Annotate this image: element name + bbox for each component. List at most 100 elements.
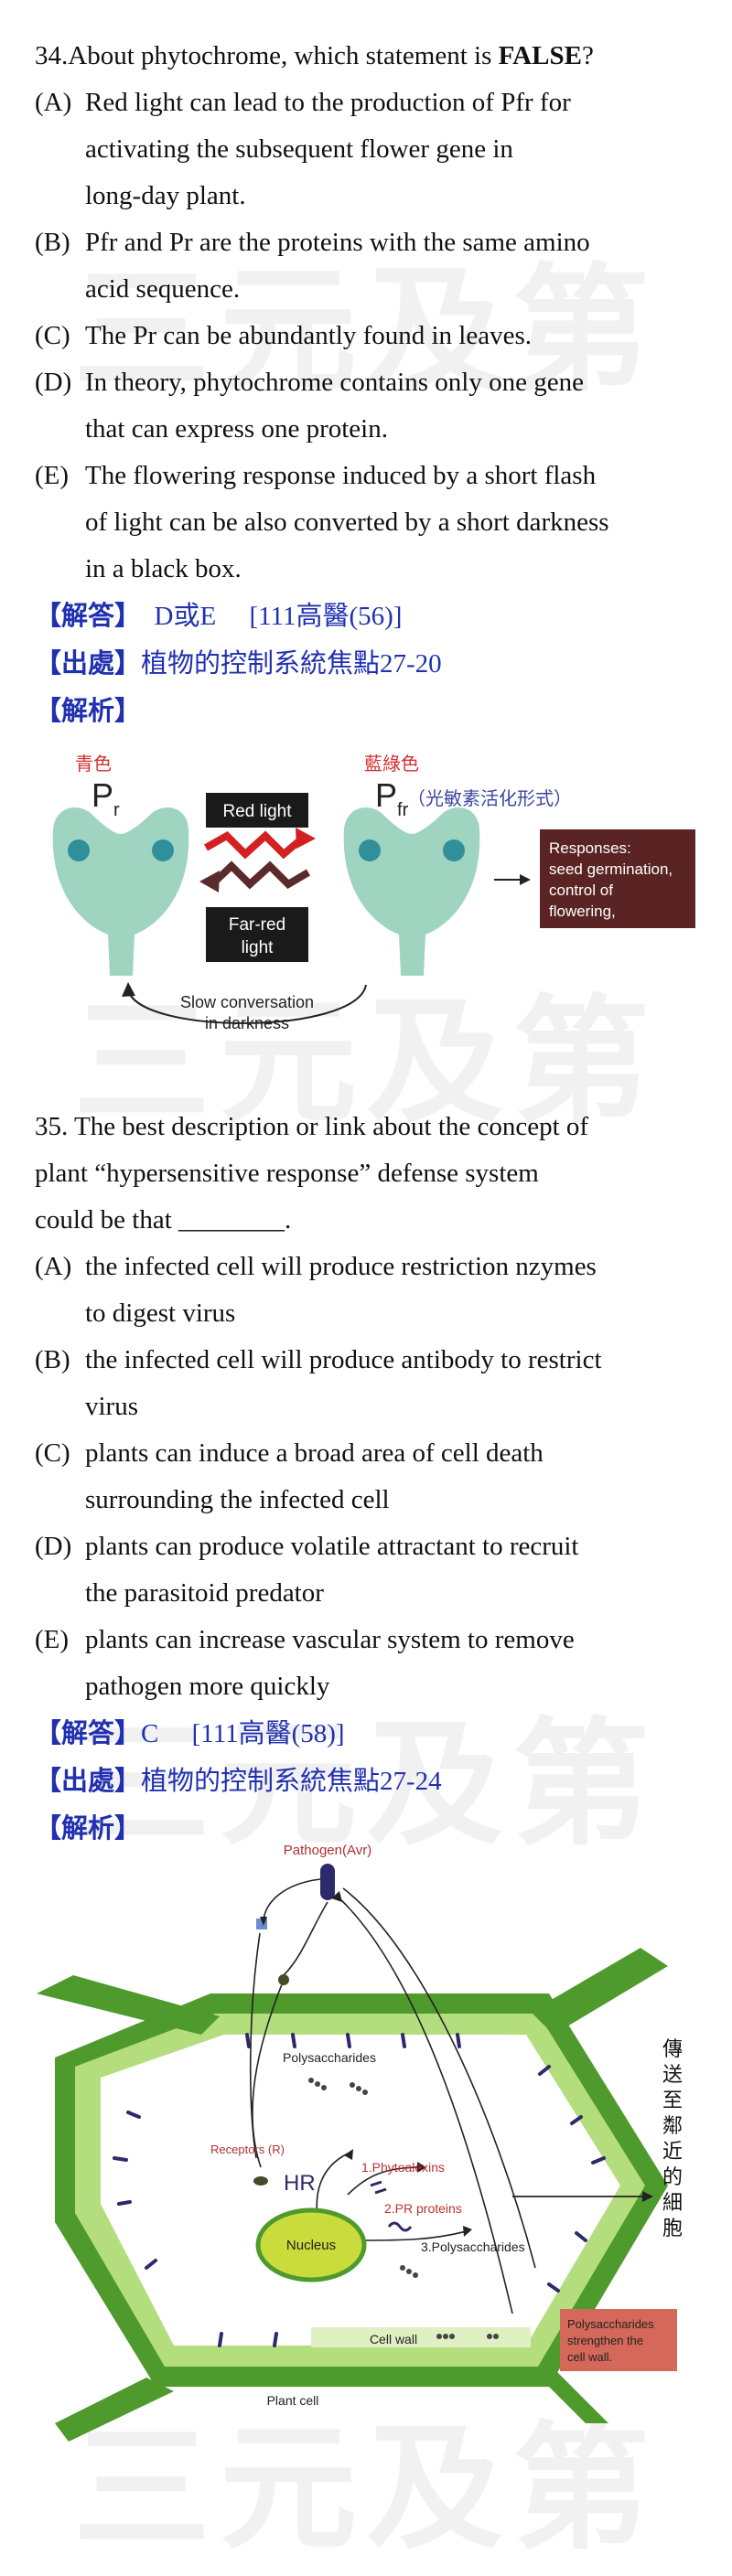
pathogen-label: Pathogen(Avr) bbox=[284, 1843, 371, 1858]
response-arrow-head bbox=[520, 874, 531, 885]
responses-line-3: control of bbox=[549, 882, 613, 899]
analysis-tag: 【解析】 bbox=[35, 1812, 142, 1844]
vertical-char: 傳 bbox=[662, 2037, 683, 2060]
pr-proteins-label: 2.PR proteins bbox=[384, 2201, 462, 2216]
option-line: surrounding the infected cell bbox=[85, 1485, 390, 1514]
responses-line-2: seed germination, bbox=[549, 860, 673, 878]
option-text: In theory, phytochrome contains only one… bbox=[85, 359, 703, 453]
analysis-tag: 【解析】 bbox=[35, 695, 142, 726]
export-arrow-head bbox=[642, 2191, 653, 2202]
wall-branch-bottom-right bbox=[531, 2368, 608, 2423]
answer-value: D或E bbox=[154, 602, 217, 631]
red-light-box bbox=[206, 793, 308, 828]
option-label: (A) bbox=[35, 1252, 72, 1281]
source-tag: 【出處】 bbox=[35, 1765, 142, 1796]
q35-stem: 35. The best description or link about t… bbox=[35, 1104, 703, 1244]
vertical-note: 傳 送 至 鄰 近 的 細 胞 bbox=[662, 2037, 683, 2239]
strengthen-line-1: Polysaccharides bbox=[567, 2317, 654, 2331]
option-line: long-day plant. bbox=[85, 181, 246, 210]
option-text: Red light can lead to the production of … bbox=[85, 80, 703, 219]
pathogen-shape bbox=[320, 1864, 335, 1900]
option-line: activating the subsequent flower gene in bbox=[85, 134, 513, 164]
option-label: (D) bbox=[35, 1532, 72, 1561]
q35-option-c: (C)plants can induce a broad area of cel… bbox=[35, 1430, 703, 1523]
q34-option-e: (E)The flowering response induced by a s… bbox=[35, 453, 703, 593]
option-line: The Pr can be abundantly found in leaves… bbox=[85, 321, 533, 350]
signal-arrows bbox=[249, 1878, 536, 2314]
option-line: plants can produce volatile attractant t… bbox=[85, 1532, 579, 1561]
option-line: Pfr and Pr are the proteins with the sam… bbox=[85, 228, 590, 257]
q34-stem-emphasis: FALSE bbox=[498, 41, 582, 70]
far-red-label-1: Far-red bbox=[229, 915, 285, 935]
vertical-char: 近 bbox=[662, 2140, 683, 2163]
responses-line-4: flowering, bbox=[549, 903, 616, 920]
vertical-char: 鄰 bbox=[662, 2114, 683, 2137]
pfr-dot-left bbox=[359, 839, 381, 861]
q35-option-b: (B) the infected cell will produce antibo… bbox=[35, 1337, 703, 1430]
q34-analysis: 【解析】 bbox=[35, 688, 703, 735]
wall-branch-top-right bbox=[531, 1948, 668, 2035]
red-arrow-head bbox=[296, 828, 316, 849]
responses-box bbox=[540, 829, 695, 928]
q35-option-e: (E) plants can increase vascular system t… bbox=[35, 1617, 703, 1710]
phytoalexins-label: 1.Phytoalexins bbox=[361, 2160, 445, 2175]
far-red-label-2: light bbox=[242, 938, 274, 957]
option-label: (E) bbox=[35, 1625, 70, 1654]
option-label: (B) bbox=[35, 1345, 70, 1374]
far-red-box bbox=[206, 907, 308, 962]
hypersensitive-response-diagram: Pathogen(Avr) Polysaccharides Receptors … bbox=[37, 1843, 683, 2442]
option-line: plants can induce a broad area of cell d… bbox=[85, 1438, 544, 1468]
q35-source: 【出處】植物的控制系統焦點27-24 bbox=[35, 1758, 703, 1805]
q35-options: (A)the infected cell will produce restri… bbox=[35, 1244, 703, 1710]
q34-source: 【出處】植物的控制系統焦點27-20 bbox=[35, 640, 703, 688]
polysaccharides-3-label: 3.Polysaccharides bbox=[421, 2239, 525, 2254]
pfr-symbol: Pfr bbox=[375, 776, 409, 820]
option-line: In theory, phytochrome contains only one… bbox=[85, 368, 584, 397]
q34-stem: 34.About phytochrome, which statement is… bbox=[35, 33, 703, 80]
cell-wall-band bbox=[311, 2327, 531, 2347]
vertical-char: 胞 bbox=[662, 2217, 683, 2239]
vertical-char: 細 bbox=[662, 2191, 683, 2214]
stem-line: 35. The best description or link about t… bbox=[35, 1112, 589, 1141]
option-line: The flowering response induced by a shor… bbox=[85, 461, 597, 490]
vertical-char: 的 bbox=[662, 2165, 683, 2188]
option-line: the parasitoid predator bbox=[85, 1578, 324, 1608]
option-line: that can express one protein. bbox=[85, 414, 388, 444]
option-label: (B) bbox=[35, 228, 70, 257]
receptors bbox=[113, 2033, 606, 2347]
responses-line-1: Responses: bbox=[549, 839, 631, 857]
nucleus-shape bbox=[255, 2207, 367, 2282]
stem-line: could be that ________. bbox=[35, 1205, 292, 1235]
phytoalexin-glyph bbox=[370, 2180, 387, 2195]
option-text: plants can increase vascular system to r… bbox=[85, 1617, 703, 1710]
option-label: (D) bbox=[35, 368, 72, 397]
option-line: acid sequence. bbox=[85, 274, 241, 304]
pr-symbol: Pr bbox=[92, 776, 120, 820]
pr-dot-right bbox=[152, 839, 174, 861]
q34-stem-end: ? bbox=[581, 41, 594, 70]
vertical-char: 至 bbox=[662, 2089, 683, 2111]
slow-conversion-label-2: in darkness bbox=[205, 1014, 289, 1032]
option-text: The Pr can be abundantly found in leaves… bbox=[85, 313, 703, 359]
option-line: pathogen more quickly bbox=[85, 1672, 330, 1701]
source-tag: 【出處】 bbox=[35, 647, 142, 679]
source-value: 植物的控制系統焦點27-24 bbox=[141, 1767, 442, 1796]
pr-protein-shape bbox=[52, 807, 189, 976]
answer-tag: 【解答】 bbox=[35, 1717, 142, 1748]
strengthen-box bbox=[560, 2309, 677, 2371]
strengthen-line-2: strengthen the bbox=[567, 2334, 643, 2347]
wall-branch-top-left bbox=[37, 1975, 220, 2035]
q34-option-d: (D) In theory, phytochrome contains only … bbox=[35, 359, 703, 453]
option-label: (A) bbox=[35, 88, 72, 117]
option-line: to digest virus bbox=[85, 1299, 236, 1328]
option-text: Pfr and Pr are the proteins with the sam… bbox=[85, 219, 703, 313]
option-text: plants can produce volatile attractant t… bbox=[85, 1523, 703, 1617]
red-light-label: Red light bbox=[223, 802, 293, 821]
q35-answer: 【解答】C [111高醫(58)] bbox=[35, 1710, 703, 1758]
option-text: The flowering response induced by a shor… bbox=[85, 453, 703, 593]
vertical-char: 送 bbox=[662, 2063, 683, 2086]
q34-answer: 【解答】 D或E [111高醫(56)] bbox=[35, 593, 703, 640]
q34-options: (A) Red light can lead to the production … bbox=[35, 80, 703, 593]
option-text: the infected cell will produce antibody … bbox=[85, 1337, 703, 1430]
q34-option-a: (A) Red light can lead to the production … bbox=[35, 80, 703, 219]
